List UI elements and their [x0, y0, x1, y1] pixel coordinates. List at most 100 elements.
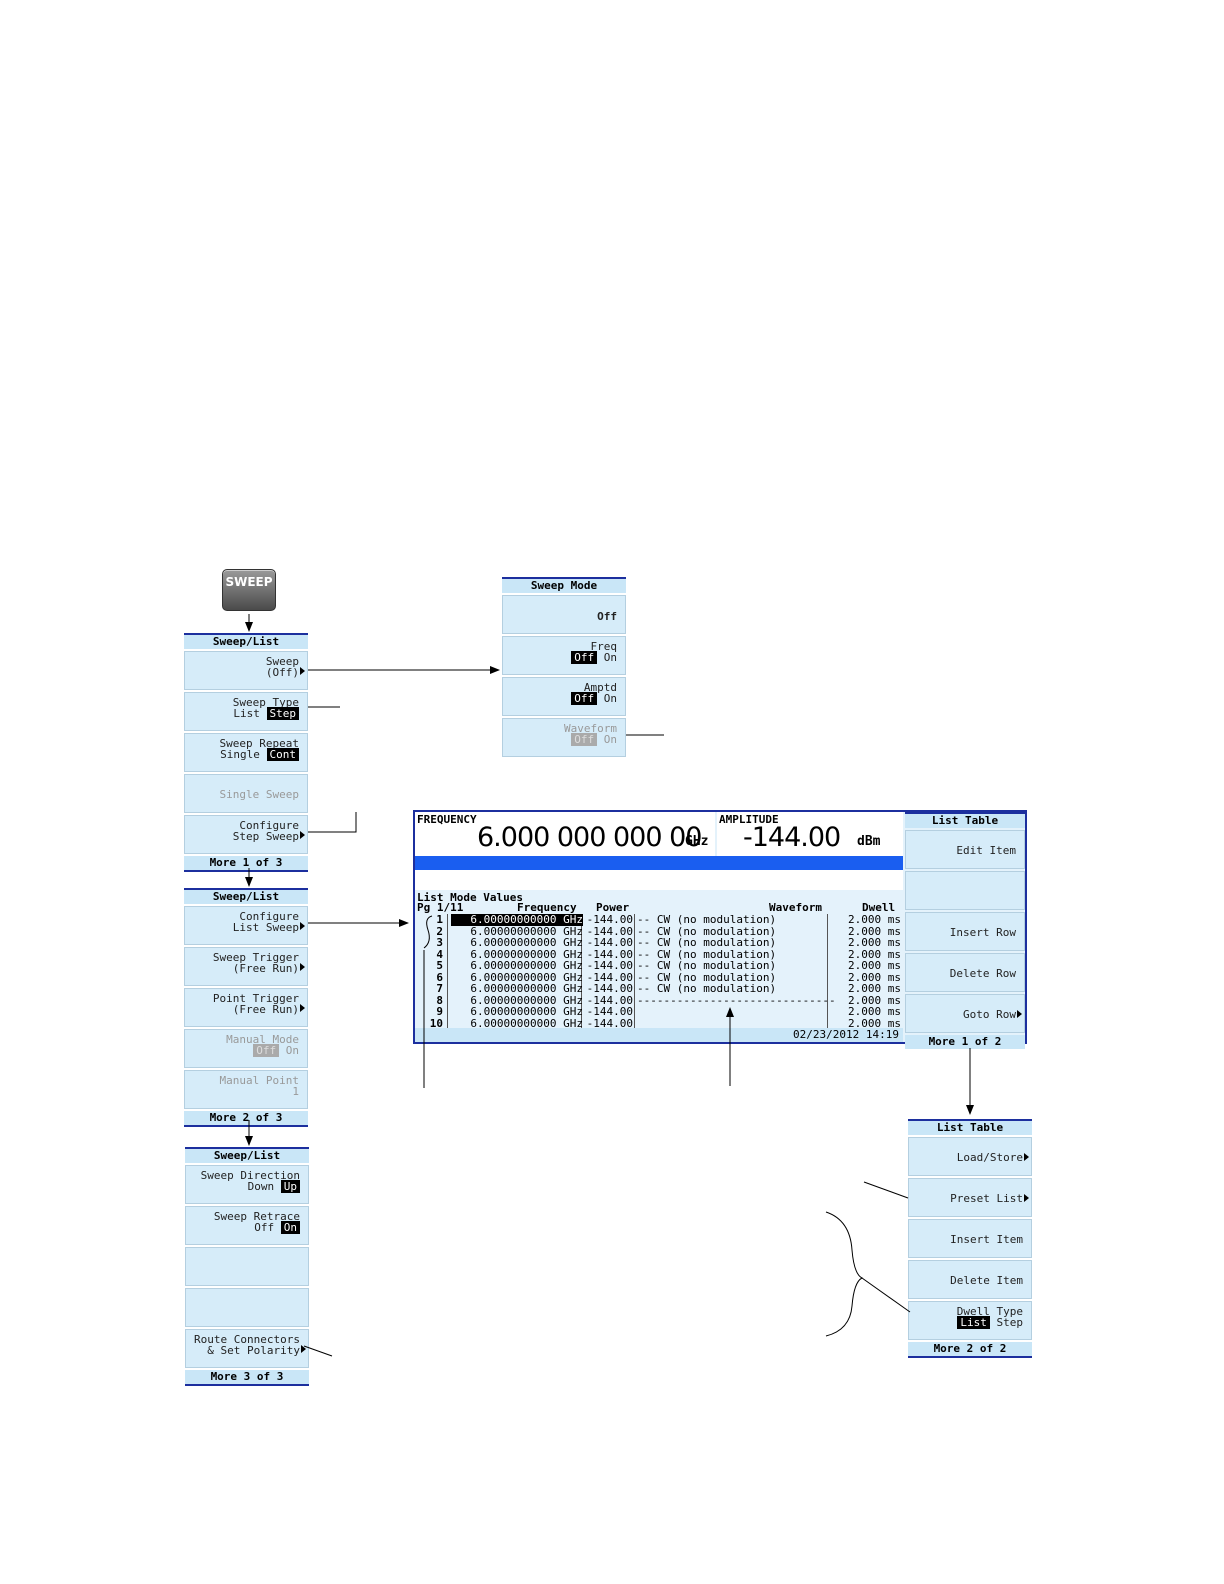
option-cont-selected: Cont: [266, 748, 299, 761]
frequency-cell[interactable]: 6.00000000000 GHz: [470, 959, 583, 972]
dwell-type-softkey[interactable]: Dwell Type List Step: [908, 1301, 1032, 1340]
frequency-cell[interactable]: 6.00000000000 GHz: [470, 993, 583, 1007]
frequency-cell[interactable]: 6.00000000000 GHz: [470, 982, 583, 995]
softkey-label: Manual Point: [219, 1074, 299, 1087]
power-cell[interactable]: -144.00: [586, 970, 633, 984]
waveform-cell[interactable]: ------------------------------: [637, 993, 836, 1007]
power-cell[interactable]: -144.00: [586, 1005, 633, 1018]
row-index: 8: [436, 993, 443, 1007]
option-off-selected: Off: [571, 733, 598, 746]
delete-item-softkey[interactable]: Delete Item: [908, 1260, 1032, 1299]
power-cell[interactable]: -144.00: [586, 982, 633, 995]
sweep-mode-freq-softkey[interactable]: Freq Off On: [502, 636, 626, 675]
dwell-cell[interactable]: 2.000 ms: [848, 1016, 901, 1030]
submenu-arrow-icon: [300, 1004, 305, 1012]
softkey-label: Sweep Type: [232, 696, 299, 709]
dwell-cell[interactable]: 2.000 ms: [848, 913, 901, 926]
more-indicator[interactable]: More 2 of 3: [184, 1111, 308, 1127]
power-cell[interactable]: -144.00: [586, 959, 633, 972]
option-off-selected: Off: [571, 651, 598, 664]
table-row[interactable]: 8 6.00000000000 GHz-144.00 ---------------…: [419, 993, 903, 1007]
waveform-cell[interactable]: -- CW (no modulation): [637, 913, 777, 926]
softkey-label: Load/Store: [956, 1151, 1023, 1164]
more-indicator[interactable]: More 2 of 2: [908, 1342, 1032, 1358]
sweep-mode-amptd-softkey[interactable]: Amptd Off On: [502, 677, 626, 716]
point-trigger-softkey[interactable]: Point Trigger (Free Run): [184, 988, 308, 1027]
sweep-repeat-softkey[interactable]: Sweep Repeat Single Cont: [184, 733, 308, 772]
frequency-cell[interactable]: 6.00000000000 GHz: [470, 970, 583, 984]
frequency-cell[interactable]: 6.00000000000 GHz: [470, 947, 583, 961]
delete-row-softkey[interactable]: Delete Row: [905, 953, 1025, 992]
empty-softkey: [185, 1247, 309, 1286]
table-row[interactable]: 1 6.00000000000 GHz-144.00 -- CW (no modul…: [419, 914, 903, 926]
configure-step-sweep-softkey[interactable]: Configure Step Sweep: [184, 815, 308, 854]
dwell-cell[interactable]: 2.000 ms: [848, 959, 901, 972]
softkey-label: Sweep Trigger: [212, 951, 299, 964]
sweep-softkey[interactable]: Sweep (Off): [184, 651, 308, 690]
manual-point-softkey[interactable]: Manual Point 1: [184, 1070, 308, 1109]
power-cell[interactable]: -144.00: [586, 936, 633, 949]
dwell-cell[interactable]: 2.000 ms: [848, 924, 901, 938]
dwell-cell[interactable]: 2.000 ms: [848, 970, 901, 984]
power-cell[interactable]: -144.00: [586, 993, 633, 1007]
timestamp: 02/23/2012 14:19: [793, 1028, 899, 1041]
insert-row-softkey[interactable]: Insert Row: [905, 912, 1025, 951]
dwell-cell[interactable]: 2.000 ms: [848, 982, 901, 995]
sweep-type-softkey[interactable]: Sweep Type List Step: [184, 692, 308, 731]
preset-list-softkey[interactable]: Preset List: [908, 1178, 1032, 1217]
frequency-cell[interactable]: 6.00000000000 GHz: [470, 936, 583, 949]
sweep-retrace-softkey[interactable]: Sweep Retrace Off On: [185, 1206, 309, 1245]
edit-item-softkey[interactable]: Edit Item: [905, 830, 1025, 869]
annunciator-bar: [415, 856, 903, 870]
frequency-cell[interactable]: 6.00000000000 GHz: [470, 924, 583, 938]
insert-item-softkey[interactable]: Insert Item: [908, 1219, 1032, 1258]
power-cell[interactable]: -144.00: [586, 913, 633, 926]
softkey-label: Off: [597, 610, 617, 623]
goto-row-softkey[interactable]: Goto Row: [905, 994, 1025, 1033]
power-cell[interactable]: -144.00: [586, 947, 633, 961]
softkey-label: Insert Row: [949, 926, 1016, 939]
more-indicator[interactable]: More 3 of 3: [185, 1370, 309, 1386]
sweep-mode-waveform-softkey[interactable]: Waveform Off On: [502, 718, 626, 757]
power-cell[interactable]: -144.00: [586, 924, 633, 938]
softkey-toggle: Single Cont: [189, 748, 299, 761]
sweep-hardkey[interactable]: SWEEP: [222, 569, 276, 611]
status-bar: 02/23/2012 14:19: [415, 1028, 903, 1042]
more-indicator[interactable]: More 1 of 2: [905, 1035, 1025, 1049]
sweep-mode-off-softkey[interactable]: Off: [502, 595, 626, 634]
frequency-cell[interactable]: 6.00000000000 GHz: [451, 914, 583, 926]
waveform-cell[interactable]: -- CW (no modulation): [637, 947, 777, 961]
sweep-direction-softkey[interactable]: Sweep Direction Down Up: [185, 1165, 309, 1204]
power-cell[interactable]: -144.00: [586, 1016, 633, 1030]
dwell-cell[interactable]: 2.000 ms: [848, 936, 901, 949]
frequency-cell[interactable]: 6.00000000000 GHz: [470, 1016, 583, 1030]
leader-configure-step: [308, 812, 357, 833]
route-connectors-softkey[interactable]: Route Connectors & Set Polarity: [185, 1329, 309, 1368]
single-sweep-softkey[interactable]: Single Sweep: [184, 774, 308, 813]
dwell-cell[interactable]: 2.000 ms: [848, 1005, 901, 1018]
configure-list-sweep-softkey[interactable]: Configure List Sweep: [184, 906, 308, 945]
waveform-cell[interactable]: -- CW (no modulation): [637, 970, 777, 984]
dwell-cell[interactable]: 2.000 ms: [848, 993, 901, 1007]
waveform-cell[interactable]: -- CW (no modulation): [637, 982, 777, 995]
load-store-softkey[interactable]: Load/Store: [908, 1137, 1032, 1176]
waveform-cell[interactable]: -- CW (no modulation): [637, 936, 777, 949]
sweep-trigger-softkey[interactable]: Sweep Trigger (Free Run): [184, 947, 308, 986]
manual-mode-softkey[interactable]: Manual Mode Off On: [184, 1029, 308, 1068]
more-indicator[interactable]: More 1 of 3: [184, 856, 308, 872]
frequency-cell[interactable]: 6.00000000000 GHz: [470, 1005, 583, 1018]
row-index: 1: [436, 913, 443, 926]
waveform-cell[interactable]: -- CW (no modulation): [637, 924, 777, 938]
softkey-label-2: & Set Polarity: [207, 1344, 300, 1357]
waveform-cell[interactable]: -- CW (no modulation): [637, 959, 777, 972]
dwell-cell[interactable]: 2.000 ms: [848, 947, 901, 961]
softkey-label: Sweep Direction: [200, 1169, 300, 1182]
